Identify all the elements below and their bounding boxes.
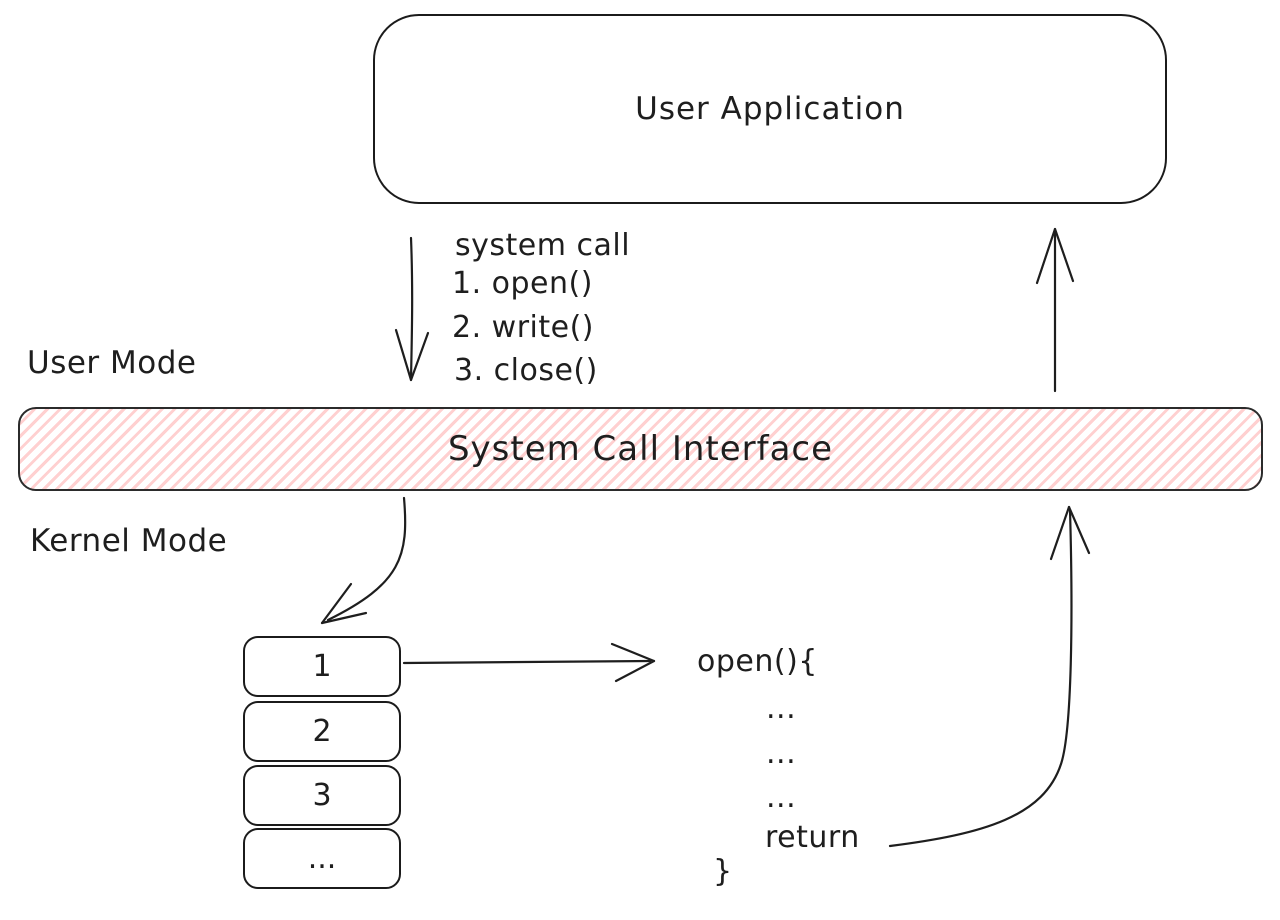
syscall-table-row-ellipsis: ... <box>243 828 401 889</box>
syscall-table-row-1: 1 <box>243 636 401 697</box>
bar-to-table-arrow <box>320 496 407 625</box>
syscall-annotation-item-3: 3. close() <box>454 353 598 388</box>
syscall-table-row-1-label: 1 <box>312 649 332 684</box>
kernel-code-open-line: open(){ <box>697 644 818 679</box>
syscall-table-row-2-label: 2 <box>312 714 332 749</box>
syscall-table-row-3-label: 3 <box>312 778 332 813</box>
kernel-code-body-line-2: ... <box>766 736 797 771</box>
system-call-interface-label: System Call Interface <box>447 429 834 469</box>
syscall-table-row-2: 2 <box>243 701 401 762</box>
syscall-table-row-ellipsis-label: ... <box>307 841 337 876</box>
syscall-down-arrow <box>394 236 430 382</box>
table-to-code-arrow <box>402 642 656 683</box>
kernel-code-return-line: return <box>765 820 860 855</box>
kernel-code-close-brace: } <box>713 854 733 889</box>
user-application-label: User Application <box>635 91 905 127</box>
system-call-interface-bar: System Call Interface <box>18 407 1263 491</box>
user-mode-label: User Mode <box>27 345 197 381</box>
kernel-to-app-arrow <box>1035 227 1075 393</box>
kernel-code-body-line-3: ... <box>766 780 797 815</box>
return-up-arrow <box>888 505 1091 848</box>
syscall-annotation-item-2: 2. write() <box>452 310 594 345</box>
syscall-annotation-title: system call <box>455 228 631 263</box>
syscall-table-row-3: 3 <box>243 765 401 826</box>
syscall-annotation-item-1: 1. open() <box>452 266 593 301</box>
user-application-box: User Application <box>373 14 1167 204</box>
kernel-code-body-line-1: ... <box>766 691 797 726</box>
kernel-mode-label: Kernel Mode <box>30 523 228 559</box>
